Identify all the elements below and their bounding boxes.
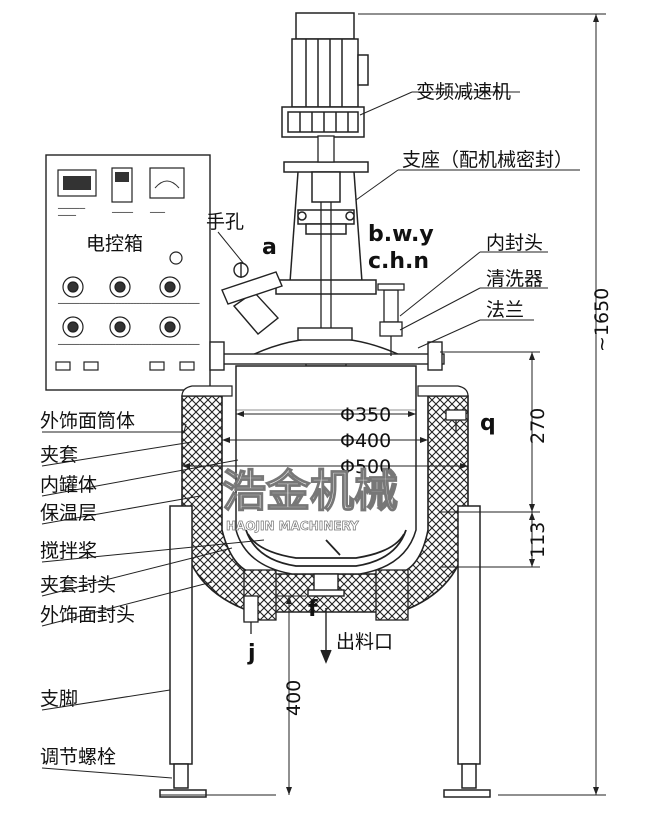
- label-cleaner: 清洗器: [486, 268, 543, 290]
- svg-text:━━━━━━━━━━━━━━━━━━━━━━━━━━━━━━: ━━━━━━━━━━━━━━━━━━━━━━━━━━━━━━━━━━━━━━━━…: [57, 301, 200, 307]
- label-agitator: 搅拌桨: [40, 540, 97, 562]
- label-inner-head: 内封头: [486, 232, 543, 254]
- motor-reducer: [281, 12, 369, 138]
- svg-text:━━━━━━━━━: ━━━━━━━━━: [57, 206, 86, 212]
- label-adjust-bolt: 调节螺栓: [40, 746, 116, 768]
- label-inner-tank: 内罐体: [40, 474, 97, 496]
- label-insulation: 保温层: [40, 502, 97, 524]
- control-box: ━━━━━━━━━ ━━━━━━ ━━━━━━━ ━━━━━ ━━━━━━━━━…: [45, 154, 211, 391]
- dim-d500: Φ500: [340, 456, 391, 478]
- label-motor: 变频减速机: [416, 81, 511, 103]
- label-leg: 支脚: [40, 688, 78, 710]
- port-j: j: [247, 641, 256, 666]
- dim-h113: 113: [527, 522, 549, 558]
- label-jacket: 夹套: [40, 444, 78, 466]
- label-outlet: 出料口: [336, 631, 393, 653]
- nozzle-j: [243, 595, 259, 634]
- dimension-lines: [160, 13, 606, 796]
- port-bwy: b.w.y: [368, 222, 434, 247]
- port-a: a: [262, 235, 277, 260]
- manhole: [221, 262, 283, 335]
- label-manhole: 手孔: [206, 211, 244, 233]
- label-outer-shell: 外饰面筒体: [40, 410, 135, 432]
- leader-lines: [41, 91, 580, 779]
- nozzle-q: [445, 409, 467, 432]
- top-flange: [209, 327, 445, 371]
- label-outer-head: 外饰面封头: [40, 604, 135, 626]
- port-chn: c.h.n: [368, 249, 429, 274]
- label-flange: 法兰: [486, 299, 524, 321]
- dim-h400: 400: [283, 680, 305, 716]
- svg-text:━━━━━━: ━━━━━━: [57, 213, 77, 219]
- cleaner: [377, 283, 405, 356]
- dim-total: ~1650: [591, 288, 613, 352]
- svg-text:━━━━━━━: ━━━━━━━: [111, 210, 134, 216]
- port-f: f: [308, 597, 318, 622]
- dim-d400: Φ400: [340, 430, 391, 452]
- watermark-en: HAOJIN MACHINERY: [226, 519, 359, 533]
- label-support: 支座（配机械密封）: [402, 149, 573, 171]
- dimension-arrows: [182, 14, 599, 795]
- svg-text:━━━━━━━━━━━━━━━━━━━━━━━━━━━━━━: ━━━━━━━━━━━━━━━━━━━━━━━━━━━━━━━━━━━━━━━━…: [57, 342, 200, 348]
- support-frame: [275, 161, 377, 295]
- agitator-paddle: [245, 529, 407, 567]
- label-control-box: 电控箱: [86, 233, 143, 255]
- dim-h270: 270: [527, 408, 549, 444]
- watermark-cn: 浩金机械: [222, 466, 398, 517]
- port-q: q: [480, 411, 496, 436]
- label-jacket-head: 夹套封头: [40, 574, 116, 596]
- svg-text:━━━━━: ━━━━━: [149, 210, 166, 216]
- dim-d350: Φ350: [340, 404, 391, 426]
- support-legs: [159, 505, 491, 798]
- outlet-pipe: [307, 573, 345, 664]
